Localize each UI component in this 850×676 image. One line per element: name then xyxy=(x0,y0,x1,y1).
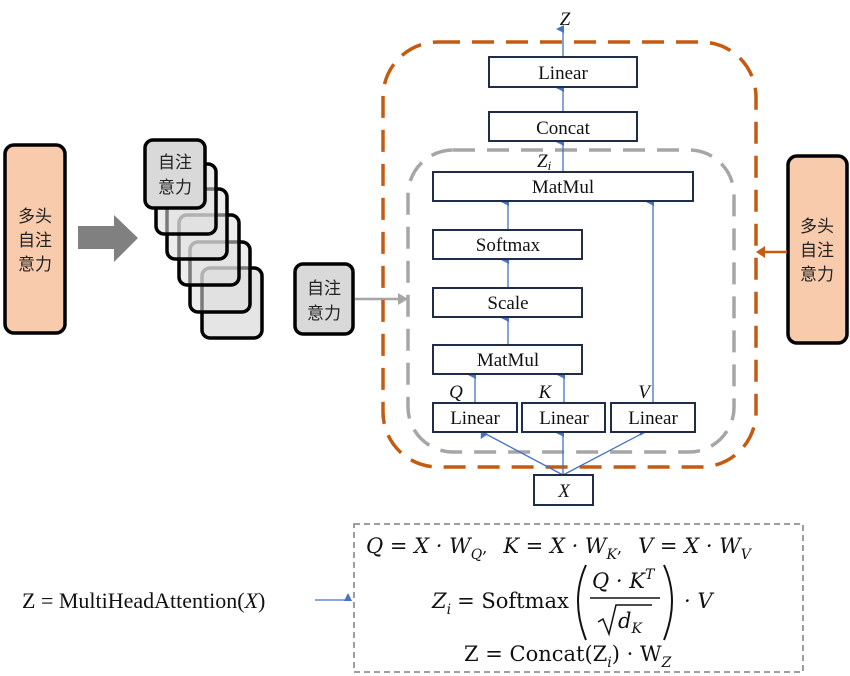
right-paren xyxy=(663,564,673,641)
formula-qkv: Q = X · WQ, K = X · WK, V = X · WV xyxy=(366,534,753,563)
output-z-label: Z xyxy=(560,9,571,30)
left-paren xyxy=(577,564,587,641)
matmul-top-label: MatMul xyxy=(532,177,594,198)
node-linear-q xyxy=(432,402,518,433)
formula-z: Z = Concat(Zi) · WZ xyxy=(464,642,672,671)
node-concat xyxy=(488,111,638,142)
node-linear-k xyxy=(521,402,606,433)
node-linear-v xyxy=(610,402,696,433)
linear-q-label: Linear xyxy=(450,408,500,429)
zi-label: Zi xyxy=(537,151,552,173)
right-multihead-block: 多头 自注 意力 xyxy=(786,154,849,345)
softmax-label: Softmax xyxy=(476,235,541,256)
single-attention-head: 自注 意力 xyxy=(293,262,355,336)
arrow-x-to-linear-v xyxy=(562,426,648,476)
left-block-line-1: 多头 xyxy=(18,207,52,227)
sqrt-sign xyxy=(597,604,652,637)
svg-text:Zi= Softmax: Zi= Softmax xyxy=(431,589,569,618)
single-head-line-2: 意力 xyxy=(307,304,341,324)
stack-front-line-2: 意力 xyxy=(158,178,192,198)
stacked-attention-heads: 自注 意力 xyxy=(143,138,264,340)
node-input-x xyxy=(533,474,594,506)
node-linear-output xyxy=(488,56,638,88)
q-label: Q xyxy=(449,382,463,403)
right-block-line-2: 自注 xyxy=(800,241,834,261)
svg-text:dK: dK xyxy=(618,609,643,637)
arrow-x-to-linear-q xyxy=(480,430,564,476)
linear-v-label: Linear xyxy=(628,408,678,429)
node-softmax xyxy=(432,229,583,260)
inner-head-boundary xyxy=(406,148,736,454)
formula-zi: Zi= Softmax Q · KT dK · V xyxy=(431,564,714,641)
multihead-equation: Z = MultiHeadAttention(X) xyxy=(22,588,265,613)
left-block-line-3: 意力 xyxy=(18,255,52,275)
right-block-arrowhead-icon xyxy=(756,246,765,258)
big-right-arrow-icon xyxy=(78,215,138,262)
stack-front-line-1: 自注 xyxy=(158,153,192,173)
svg-text:Q · KT: Q · KT xyxy=(592,567,656,593)
linear-output-label: Linear xyxy=(538,63,588,84)
linear-k-label: Linear xyxy=(539,408,589,429)
formula-box xyxy=(353,523,804,673)
input-x-label: X xyxy=(557,481,571,502)
concat-label: Concat xyxy=(536,118,591,139)
single-head-arrowhead-icon xyxy=(398,293,408,305)
scale-label: Scale xyxy=(487,293,528,314)
single-head-line-1: 自注 xyxy=(307,279,341,299)
v-label: V xyxy=(638,382,652,403)
left-block-line-2: 自注 xyxy=(18,231,52,251)
node-matmul-bottom xyxy=(432,344,583,375)
left-multihead-block: 多头 自注 意力 xyxy=(3,143,67,335)
svg-text:· V: · V xyxy=(684,589,714,613)
matmul-bottom-label: MatMul xyxy=(477,350,539,371)
right-block-line-1: 多头 xyxy=(800,217,834,237)
stack-card-front xyxy=(143,138,207,210)
k-label: K xyxy=(538,382,553,403)
node-scale xyxy=(432,287,583,318)
right-block-line-3: 意力 xyxy=(800,265,834,285)
node-matmul-top xyxy=(432,171,694,202)
